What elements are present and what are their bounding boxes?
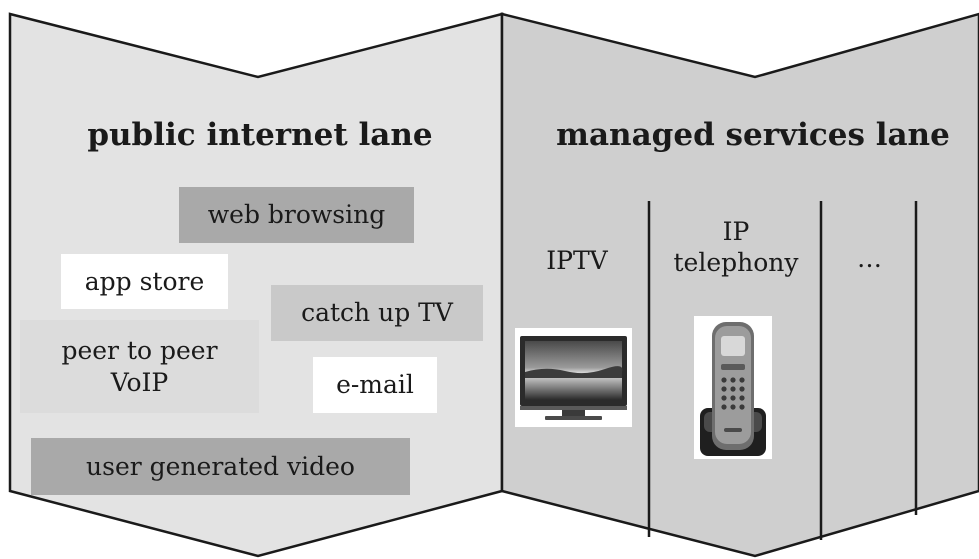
service-ip-telephony-label: IP telephony — [673, 217, 799, 278]
user-generated-video-tag: user generated video — [31, 438, 410, 495]
public-lane-title: public internet lane — [87, 117, 433, 153]
email-tag: e-mail — [313, 357, 437, 413]
web-browsing-tag: web browsing — [179, 187, 414, 243]
television-icon — [515, 328, 632, 427]
managed-lane-panel — [500, 12, 979, 558]
service-iptv-label: IPTV — [546, 246, 608, 275]
managed-lane-title: managed services lane — [556, 117, 950, 153]
cordless-phone-icon — [694, 316, 772, 459]
service-more-label: … — [857, 244, 882, 273]
app-store-tag: app store — [61, 254, 228, 309]
peer-to-peer-voip-tag: peer to peer VoIP — [20, 320, 259, 413]
catch-up-tv-tag: catch up TV — [271, 285, 483, 341]
